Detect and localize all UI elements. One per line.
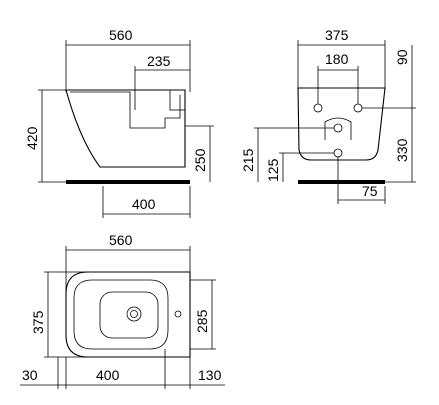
- drain-offset-label: 75: [362, 183, 378, 199]
- top-view: 560 375 285 30 400 130: [20, 232, 225, 389]
- bowl-drain-inner: [130, 310, 138, 318]
- side-view-body: [65, 89, 186, 168]
- top-view-body: [65, 271, 191, 358]
- bolt-height-label: 330: [394, 138, 410, 162]
- mount-width-label: 400: [132, 196, 156, 212]
- bowl-depth-label: 285: [194, 309, 210, 333]
- bowl-outline: [99, 291, 159, 339]
- tap-hole: [174, 310, 182, 318]
- top-width-label: 560: [109, 232, 133, 248]
- side-view: 560 235 420 250 400: [24, 27, 214, 218]
- top-view-rim: [73, 279, 169, 350]
- pipe-height-label: 250: [192, 148, 208, 172]
- side-view-contour: [70, 91, 181, 129]
- front-overhang-label: 130: [198, 367, 222, 383]
- front-width-label: 375: [325, 27, 349, 43]
- top-mount-width-label: 400: [96, 367, 120, 383]
- drain-height-label: 125: [265, 158, 281, 182]
- side-width-label: 560: [109, 27, 133, 43]
- wall-gap-label: 30: [22, 367, 38, 383]
- bolt-spacing-label: 180: [325, 51, 349, 67]
- side-height-label: 420: [24, 126, 40, 150]
- bowl-drain-outer: [126, 306, 142, 322]
- supply-height-label: 215: [240, 148, 256, 172]
- front-view-body: [297, 87, 386, 161]
- drain-outline: [324, 117, 352, 140]
- pipe-offset-label: 235: [147, 53, 171, 69]
- side-view-tap-block: [169, 89, 186, 111]
- top-offset-label: 90: [394, 49, 410, 65]
- top-depth-label: 375: [30, 310, 46, 334]
- front-view: 375 180 90 330 215 125 75: [240, 27, 416, 204]
